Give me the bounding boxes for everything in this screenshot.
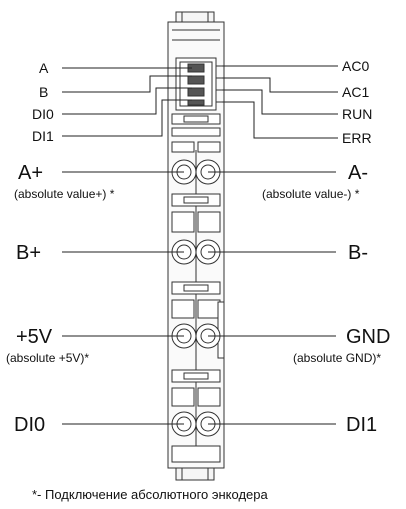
leader-err (222, 101, 338, 139)
leader-di1 (62, 99, 192, 137)
dip-switch-2 (187, 75, 205, 85)
label-di1-bottom: DI1 (346, 414, 378, 436)
label-gnd-note: (absolute GND)* (293, 351, 382, 365)
label-di0-bottom: DI0 (14, 414, 46, 436)
dip-switch-3 (187, 87, 205, 97)
label-a-minus: A- (348, 162, 368, 184)
label-err: ERR (342, 130, 372, 146)
label-a-minus-note: (absolute value-) * (262, 187, 360, 201)
footnote: *- Подключение абсолютного энкодера (32, 487, 268, 502)
label-a-plus-note: (absolute value+) * (14, 187, 115, 201)
label-gnd: GND (346, 326, 391, 348)
label-ac0: AC0 (342, 58, 370, 74)
label-a: A (39, 60, 49, 76)
label-b: B (39, 84, 49, 100)
label-5v: +5V (16, 326, 53, 348)
dip-switch-4 (187, 99, 205, 106)
label-b-minus: B- (348, 242, 368, 264)
leader-ac1 (222, 77, 338, 93)
leader-di0 (62, 87, 192, 115)
label-di0-top: DI0 (32, 106, 54, 122)
leader-run (222, 89, 338, 115)
label-5v-note: (absolute +5V)* (6, 351, 90, 365)
label-di1-top: DI1 (32, 128, 54, 144)
label-b-plus: B+ (16, 242, 42, 264)
leader-b (62, 75, 192, 93)
label-ac1: AC1 (342, 84, 370, 100)
label-run: RUN (342, 106, 373, 122)
label-a-plus: A+ (18, 162, 44, 184)
